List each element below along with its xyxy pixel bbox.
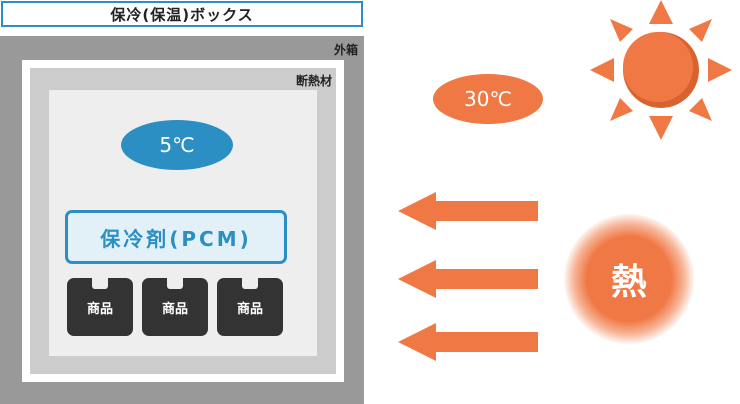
pcm-label: 保冷剤(PCM) xyxy=(100,226,252,251)
arrow-left-icon xyxy=(398,192,538,230)
outside-temperature: 30℃ xyxy=(464,87,512,111)
product-label: 商品 xyxy=(86,301,113,317)
pcm-box: 保冷剤(PCM) xyxy=(65,210,287,264)
inner-space: 5℃ 保冷剤(PCM) 商品 商品 商品 xyxy=(49,90,317,356)
inside-temperature-badge: 5℃ xyxy=(121,120,233,170)
product-label: 商品 xyxy=(236,301,263,317)
insulation-label: 断熱材 xyxy=(295,74,332,88)
outer-box: 外箱 断熱材 5℃ 保冷剤(PCM) 商品 商品 xyxy=(0,36,364,404)
outer-box-label: 外箱 xyxy=(333,43,358,57)
sun-icon xyxy=(590,0,732,140)
diagram-title: 保冷(保温)ボックス xyxy=(1,1,363,27)
arrow-left-icon xyxy=(398,323,538,361)
product-notch xyxy=(242,278,258,289)
product-box: 商品 xyxy=(142,278,208,336)
product-label: 商品 xyxy=(161,301,188,317)
product-box: 商品 xyxy=(217,278,283,336)
insulation-layer: 断熱材 5℃ 保冷剤(PCM) 商品 商品 商品 xyxy=(30,68,336,374)
inside-temperature: 5℃ xyxy=(159,133,195,157)
product-box: 商品 xyxy=(67,278,133,336)
heat-label: 熱 xyxy=(610,262,647,303)
product-notch xyxy=(167,278,183,289)
outside-temperature-badge: 30℃ xyxy=(433,74,543,124)
arrow-left-icon xyxy=(398,260,538,298)
heat-source: 熱 xyxy=(564,214,694,344)
box-gap: 断熱材 5℃ 保冷剤(PCM) 商品 商品 商品 xyxy=(22,60,344,382)
product-notch xyxy=(92,278,108,289)
